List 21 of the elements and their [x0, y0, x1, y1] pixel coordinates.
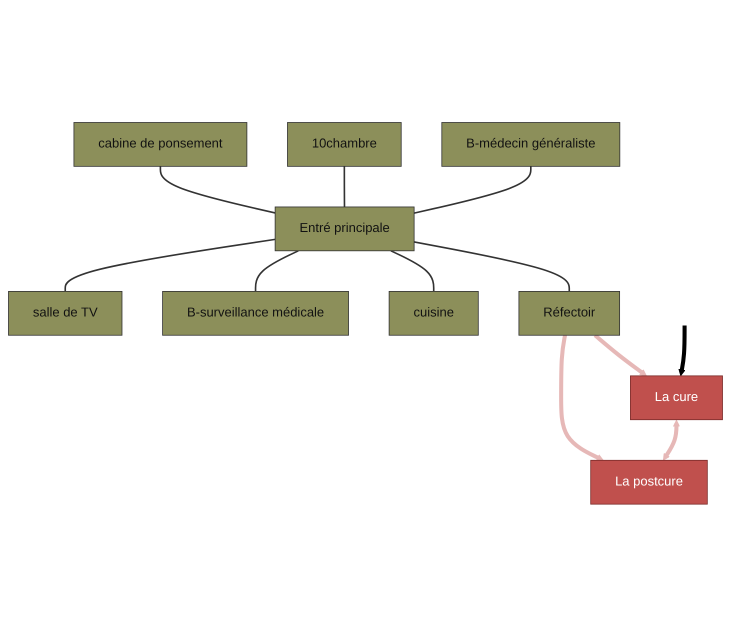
connector	[344, 166, 346, 208]
connector	[64, 238, 276, 292]
node-box: La cure	[630, 376, 723, 420]
node-box: cuisine	[388, 291, 479, 336]
node-box: Entré principale	[274, 206, 415, 252]
node-box: B-surveillance médicale	[162, 291, 349, 336]
connector	[414, 241, 570, 292]
node-box: Réfectoir	[518, 291, 620, 336]
node-box: salle de TV	[8, 291, 122, 336]
connector	[160, 166, 276, 214]
node-box: B-médecin généraliste	[441, 122, 620, 167]
arrow	[559, 335, 604, 461]
node-box: La postcure	[590, 460, 708, 505]
node-box: cabine de ponsement	[74, 122, 248, 167]
arrow	[662, 420, 680, 461]
node-box: 10chambre	[287, 122, 402, 167]
arrow	[594, 334, 647, 376]
arrow	[678, 326, 687, 376]
connector	[414, 166, 532, 214]
connector	[254, 250, 299, 292]
connector	[390, 250, 435, 292]
